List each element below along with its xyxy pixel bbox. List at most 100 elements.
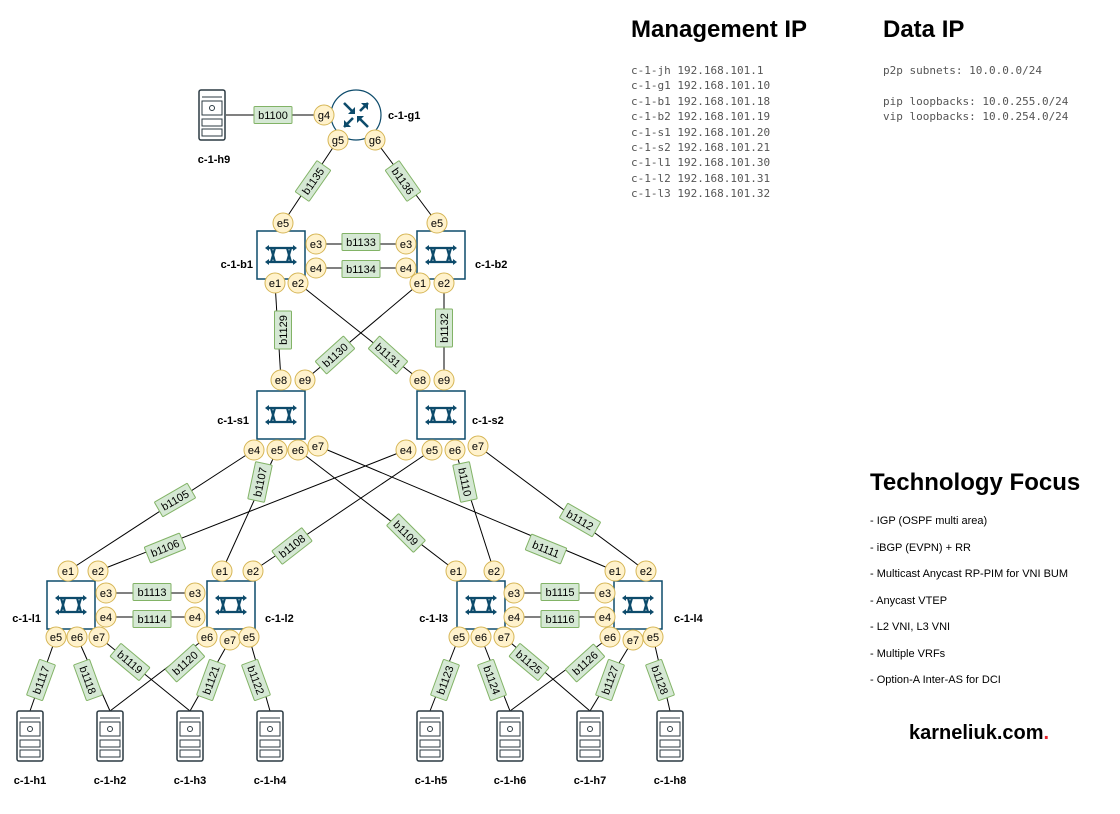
port-b1-e2[interactable]: e2: [287, 272, 309, 294]
port-l1-e3[interactable]: e3: [95, 582, 117, 604]
svg-text:e1: e1: [450, 566, 462, 578]
router-g1[interactable]: [330, 89, 382, 141]
svg-text:b1133: b1133: [346, 237, 376, 249]
port-l3-e3[interactable]: e3: [503, 582, 525, 604]
port-s1-e7[interactable]: e7: [307, 435, 329, 457]
server-h6[interactable]: [496, 710, 524, 762]
port-l1-e7[interactable]: e7: [88, 626, 110, 648]
port-l2-e7[interactable]: e7: [219, 629, 241, 651]
port-s1-e9[interactable]: e9: [294, 369, 316, 391]
port-l2-e4[interactable]: e4: [184, 606, 206, 628]
switch-b2[interactable]: [416, 230, 466, 280]
port-l4-e7[interactable]: e7: [622, 629, 644, 651]
port-s1-e6[interactable]: e6: [287, 439, 309, 461]
port-l3-e1[interactable]: e1: [445, 560, 467, 582]
port-l2-e5[interactable]: e5: [238, 626, 260, 648]
port-b2-e2[interactable]: e2: [433, 272, 455, 294]
link-label-b1129: b1129: [274, 310, 292, 350]
server-h8[interactable]: [656, 710, 684, 762]
switch-l4[interactable]: [613, 580, 663, 630]
port-l2-e6[interactable]: e6: [196, 626, 218, 648]
tech-item: - IGP (OSPF multi area): [870, 515, 988, 527]
port-b2-e3[interactable]: e3: [395, 233, 417, 255]
port-l4-e2[interactable]: e2: [635, 560, 657, 582]
port-l1-e2[interactable]: e2: [87, 560, 109, 582]
link-label-b1128: b1128: [645, 659, 675, 701]
svg-text:e7: e7: [627, 635, 639, 647]
link-label-b1133: b1133: [341, 233, 381, 251]
port-l3-e4[interactable]: e4: [503, 606, 525, 628]
svg-text:b1114: b1114: [138, 614, 167, 626]
port-b1-e5[interactable]: e5: [272, 212, 294, 234]
port-b2-e5[interactable]: e5: [426, 212, 448, 234]
server-h5[interactable]: [416, 710, 444, 762]
port-s1-e5[interactable]: e5: [266, 439, 288, 461]
port-s2-e8[interactable]: e8: [409, 369, 431, 391]
data-ip-title: Data IP: [883, 16, 965, 43]
server-h1[interactable]: [16, 710, 44, 762]
svg-text:e5: e5: [50, 632, 62, 644]
p2p-subnets: p2p subnets: 10.0.0.0/24: [883, 64, 1042, 77]
svg-text:e2: e2: [292, 278, 304, 290]
link-label-b1108: b1108: [271, 527, 313, 565]
server-h4[interactable]: [256, 710, 284, 762]
server-h3[interactable]: [176, 710, 204, 762]
port-g1-g4[interactable]: g4: [313, 104, 335, 126]
server-h7[interactable]: [576, 710, 604, 762]
switch-s1[interactable]: [256, 390, 306, 440]
port-b1-e1[interactable]: e1: [264, 272, 286, 294]
link-label-b1126: b1126: [565, 643, 605, 683]
port-b1-e3[interactable]: e3: [305, 233, 327, 255]
tech-item: - Multiple VRFs: [870, 647, 946, 660]
brand-dot: .: [1043, 722, 1050, 744]
switch-l3[interactable]: [456, 580, 506, 630]
server-h9[interactable]: [198, 89, 226, 141]
port-l2-e3[interactable]: e3: [184, 582, 206, 604]
switch-s2[interactable]: [416, 390, 466, 440]
port-l1-e1[interactable]: e1: [57, 560, 79, 582]
port-s2-e4[interactable]: e4: [395, 439, 417, 461]
port-b1-e4[interactable]: e4: [305, 257, 327, 279]
switch-l2[interactable]: [206, 580, 256, 630]
port-l3-e7[interactable]: e7: [493, 626, 515, 648]
port-l4-e5[interactable]: e5: [642, 626, 664, 648]
port-l2-e2[interactable]: e2: [242, 560, 264, 582]
port-l2-e1[interactable]: e1: [211, 560, 233, 582]
port-g1-g5[interactable]: g5: [327, 129, 349, 151]
tech-item: - L2 VNI, L3 VNI: [870, 621, 951, 633]
port-l4-e1[interactable]: e1: [604, 560, 626, 582]
svg-text:e3: e3: [310, 239, 322, 251]
port-s2-e7[interactable]: e7: [467, 435, 489, 457]
link-label-b1120: b1120: [165, 643, 205, 683]
link-label-b1114: b1114: [132, 610, 172, 628]
port-s1-e8[interactable]: e8: [270, 369, 292, 391]
brand-logo[interactable]: karneliuk.com.: [909, 722, 1049, 745]
switch-icon: [215, 595, 247, 615]
switch-b1[interactable]: [256, 230, 306, 280]
port-s2-e6[interactable]: e6: [444, 439, 466, 461]
port-l1-e5[interactable]: e5: [45, 626, 67, 648]
switch-l1[interactable]: [46, 580, 96, 630]
node-label-h1: c-1-h1: [14, 775, 46, 787]
svg-text:b1100: b1100: [258, 110, 288, 122]
port-l4-e4[interactable]: e4: [594, 606, 616, 628]
port-g1-g6[interactable]: g6: [364, 129, 386, 151]
port-l3-e5[interactable]: e5: [448, 626, 470, 648]
vip-loopbacks: vip loopbacks: 10.0.254.0/24: [883, 110, 1069, 124]
port-l1-e4[interactable]: e4: [95, 606, 117, 628]
port-b2-e1[interactable]: e1: [409, 272, 431, 294]
port-l4-e6[interactable]: e6: [599, 626, 621, 648]
port-l3-e2[interactable]: e2: [483, 560, 505, 582]
port-b2-e4[interactable]: e4: [395, 257, 417, 279]
mgmt-entry: c-1-s2 192.168.101.21: [631, 141, 771, 155]
port-l4-e3[interactable]: e3: [594, 582, 616, 604]
port-l1-e6[interactable]: e6: [66, 626, 88, 648]
tech-item: - Anycast VTEP: [870, 594, 948, 607]
server-h2[interactable]: [96, 710, 124, 762]
svg-text:e1: e1: [216, 566, 228, 578]
port-s2-e9[interactable]: e9: [433, 369, 455, 391]
port-l3-e6[interactable]: e6: [470, 626, 492, 648]
port-s2-e5[interactable]: e5: [421, 439, 443, 461]
port-s1-e4[interactable]: e4: [243, 439, 265, 461]
